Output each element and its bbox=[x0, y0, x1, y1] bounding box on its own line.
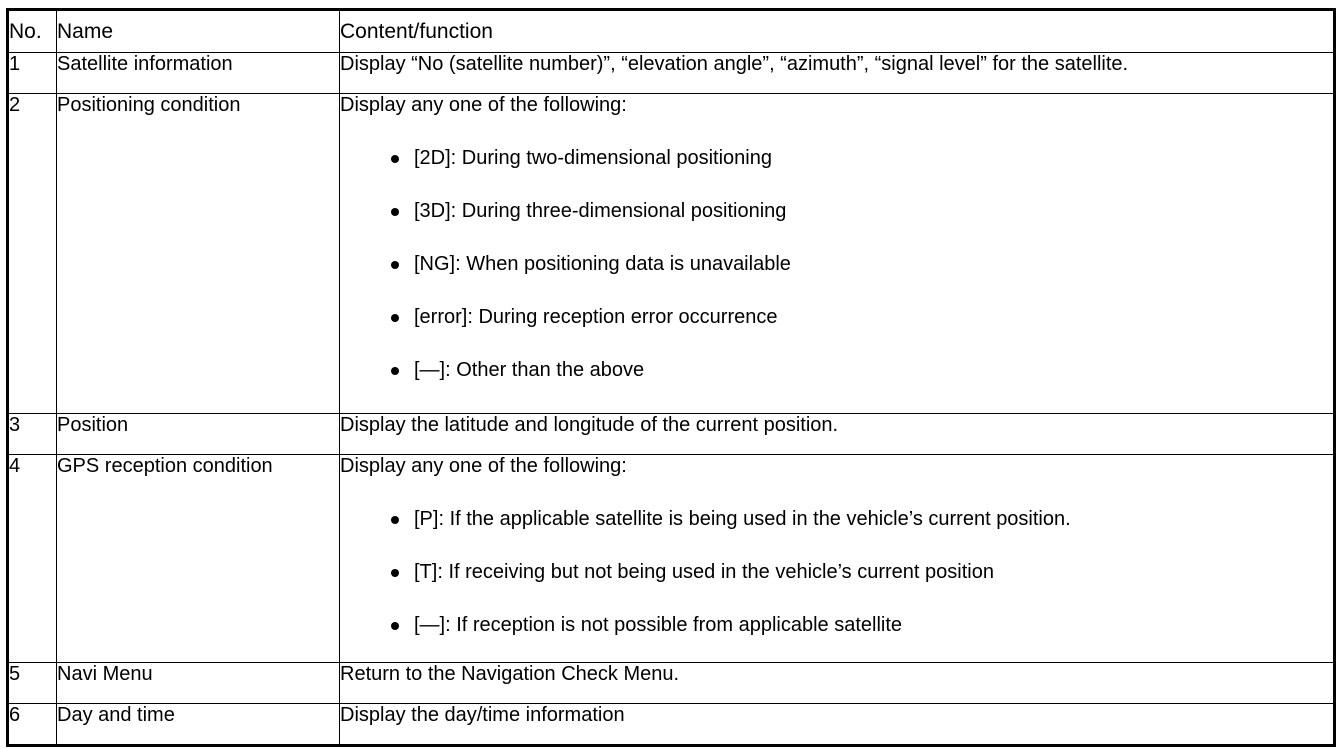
table-row: 5 Navi Menu Return to the Navigation Che… bbox=[7, 662, 1335, 704]
bullet-dot-icon bbox=[391, 261, 399, 269]
row-name: Navi Menu bbox=[56, 662, 340, 704]
row-name: GPS reception condition bbox=[56, 454, 340, 663]
list-item: [error]: During reception error occurren… bbox=[340, 306, 1333, 329]
bullet-dot-icon bbox=[391, 622, 399, 630]
bullet-dot-icon bbox=[391, 155, 399, 163]
table-row: 4 GPS reception condition Display any on… bbox=[7, 454, 1335, 663]
list-item-label: [2D]: During two-dimensional positioning bbox=[414, 147, 772, 169]
list-item: [—]: Other than the above bbox=[340, 359, 1333, 382]
list-item-label: [NG]: When positioning data is unavailab… bbox=[414, 253, 791, 275]
bullet-dot-icon bbox=[391, 367, 399, 375]
row-name: Satellite information bbox=[56, 52, 340, 94]
table-header: No. Name Content/function bbox=[7, 9, 1335, 53]
row-content: Display the latitude and longitude of th… bbox=[339, 413, 1335, 455]
table-row: 6 Day and time Display the day/time info… bbox=[7, 703, 1335, 746]
column-header-name: Name bbox=[56, 9, 340, 53]
row-no: 3 bbox=[7, 413, 57, 455]
list-item-label: [—]: If reception is not possible from a… bbox=[414, 614, 903, 636]
bullet-dot-icon bbox=[391, 569, 399, 577]
row-name: Position bbox=[56, 413, 340, 455]
table-body: 1 Satellite information Display “No (sat… bbox=[7, 52, 1335, 746]
row-name: Day and time bbox=[56, 703, 340, 746]
bullet-dot-icon bbox=[391, 516, 399, 524]
list-item: [T]: If receiving but not being used in … bbox=[340, 561, 1333, 584]
row-content: Display the day/time information bbox=[339, 703, 1335, 746]
list-item: [P]: If the applicable satellite is bein… bbox=[340, 508, 1333, 531]
row-no: 4 bbox=[7, 454, 57, 663]
content-lead: Display the latitude and longitude of th… bbox=[340, 414, 839, 436]
row-no: 6 bbox=[7, 703, 57, 746]
row-no: 5 bbox=[7, 662, 57, 704]
content-lead: Return to the Navigation Check Menu. bbox=[340, 663, 680, 685]
row-no: 2 bbox=[7, 93, 57, 414]
row-no: 1 bbox=[7, 52, 57, 94]
row-content: Display “No (satellite number)”, “elevat… bbox=[339, 52, 1335, 94]
content-lead: Display any one of the following: bbox=[340, 94, 627, 116]
list-item: [—]: If reception is not possible from a… bbox=[340, 614, 1333, 637]
table-row: 3 Position Display the latitude and long… bbox=[7, 413, 1335, 455]
list-item: [2D]: During two-dimensional positioning bbox=[340, 147, 1333, 170]
list-item: [NG]: When positioning data is unavailab… bbox=[340, 253, 1333, 276]
content-lead: Display the day/time information bbox=[340, 704, 625, 726]
bullet-dot-icon bbox=[391, 208, 399, 216]
row-content: Display any one of the following: [P]: I… bbox=[339, 454, 1335, 663]
bullet-list: [2D]: During two-dimensional positioning… bbox=[340, 147, 1333, 382]
row-content: Display any one of the following: [2D]: … bbox=[339, 93, 1335, 414]
list-item-label: [error]: During reception error occurren… bbox=[414, 306, 778, 328]
table-row: 1 Satellite information Display “No (sat… bbox=[7, 52, 1335, 94]
row-content: Return to the Navigation Check Menu. bbox=[339, 662, 1335, 704]
table-header-row: No. Name Content/function bbox=[7, 9, 1335, 53]
bullet-list: [P]: If the applicable satellite is bein… bbox=[340, 508, 1333, 637]
column-header-content: Content/function bbox=[339, 9, 1335, 53]
table-row: 2 Positioning condition Display any one … bbox=[7, 93, 1335, 414]
row-name: Positioning condition bbox=[56, 93, 340, 414]
list-item-label: [3D]: During three-dimensional positioni… bbox=[414, 200, 787, 222]
list-item-label: [T]: If receiving but not being used in … bbox=[414, 561, 994, 583]
column-header-no: No. bbox=[7, 9, 57, 53]
content-lead: Display any one of the following: bbox=[340, 455, 627, 477]
list-item: [3D]: During three-dimensional positioni… bbox=[340, 200, 1333, 223]
list-item-label: [P]: If the applicable satellite is bein… bbox=[414, 508, 1071, 530]
content-lead: Display “No (satellite number)”, “elevat… bbox=[340, 53, 1129, 75]
spec-table: No. Name Content/function 1 Satellite in… bbox=[6, 8, 1336, 747]
bullet-dot-icon bbox=[391, 314, 399, 322]
list-item-label: [—]: Other than the above bbox=[414, 359, 645, 381]
